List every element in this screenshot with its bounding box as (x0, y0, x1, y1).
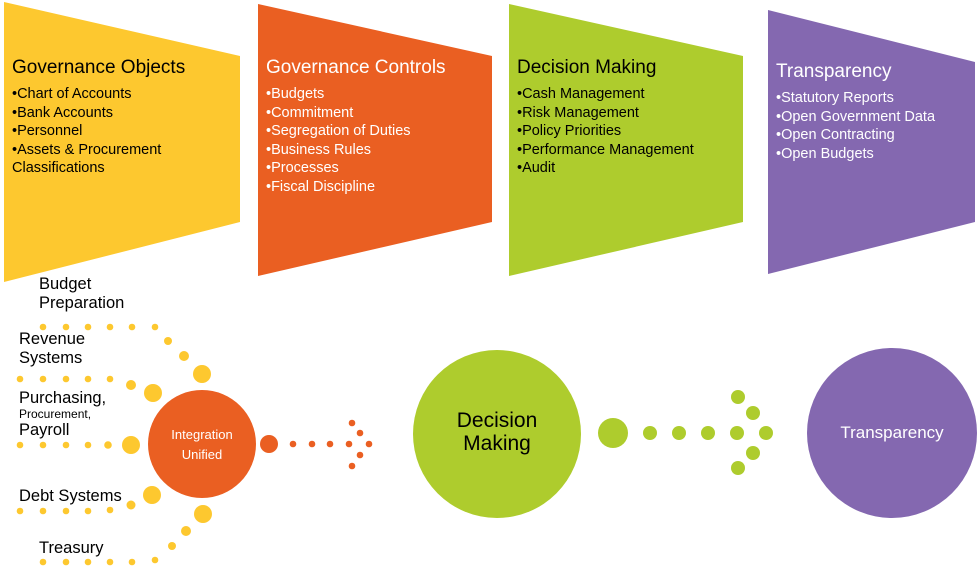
source-label-line: Preparation (39, 294, 125, 312)
orange-dotted-arrow (260, 419, 373, 470)
source-budget-preparation: Budget Preparation (39, 275, 124, 313)
panel-title: Governance Controls (266, 57, 446, 78)
panel-item: •Assets & Procurement Classifications (12, 141, 162, 177)
panel-title: Decision Making (517, 57, 657, 78)
panel-item: •Audit (517, 160, 556, 176)
governance-objects-panel (4, 2, 240, 282)
panel-item: •Personnel (12, 123, 83, 139)
source-treasury: Treasury (39, 539, 104, 557)
integration-circle-label: Integration Unified (148, 425, 256, 465)
transparency-circle-label: Transparency (840, 423, 944, 442)
source-revenue-systems: Revenue Systems (19, 330, 85, 368)
source-dotted-lines (16, 323, 212, 566)
source-debt-systems: Debt Systems (19, 487, 122, 505)
circle-label-line: Unified (181, 447, 223, 462)
decision-circle-label: Decision Making (417, 409, 577, 455)
transparency-circle (807, 348, 977, 518)
panel-item: •Segregation of Duties (266, 123, 411, 139)
source-label-line: Revenue (19, 330, 86, 348)
panel-item: •Cash Management (517, 86, 645, 102)
green-dotted-arrow (598, 390, 773, 475)
integration-unified-circle (148, 390, 256, 498)
panel-item: •Open Budgets (776, 145, 874, 162)
circle-label-line: Making (463, 432, 531, 455)
panel-item: •Open Government Data (776, 108, 936, 125)
decision-making-circle (413, 350, 581, 518)
panel-item: •Chart of Accounts (12, 86, 132, 102)
source-label-line: Systems (19, 349, 83, 367)
circle-label-line: Integration (171, 427, 233, 442)
governance-controls-text: Governance Controls •Budgets •Commitment… (266, 57, 446, 196)
panel-item: •Open Contracting (776, 127, 895, 143)
governance-controls-panel (258, 4, 492, 276)
panel-item: •Statutory Reports (776, 90, 894, 106)
circle-label-line: Decision (456, 409, 538, 432)
governance-objects-text: Governance Objects •Chart of Accounts •B… (12, 57, 197, 178)
panel-item: •Policy Priorities (517, 123, 622, 139)
source-label-line: Procurement, (19, 407, 92, 421)
source-purchasing: Purchasing, Procurement, Payroll (19, 389, 106, 440)
panel-title: Transparency (776, 61, 892, 82)
panel-item: •Risk Management (517, 104, 639, 121)
source-label-line: Payroll (19, 421, 70, 439)
decision-making-text: Decision Making •Cash Management •Risk M… (517, 57, 694, 178)
transparency-panel (768, 10, 975, 274)
source-label-line: Budget (39, 275, 92, 293)
panel-item: •Fiscal Discipline (266, 178, 376, 195)
panel-item: •Business Rules (266, 141, 372, 158)
panel-item: •Performance Management (517, 141, 694, 158)
decision-making-panel (509, 4, 743, 276)
panel-item: •Bank Accounts (12, 104, 113, 121)
source-label-line: Purchasing, (19, 389, 107, 407)
panel-item: •Commitment (266, 104, 354, 121)
panel-item: •Processes (266, 160, 339, 176)
panel-item: •Budgets (266, 86, 325, 102)
panel-title: Governance Objects (12, 57, 186, 78)
transparency-text: Transparency •Statutory Reports •Open Go… (776, 61, 935, 163)
